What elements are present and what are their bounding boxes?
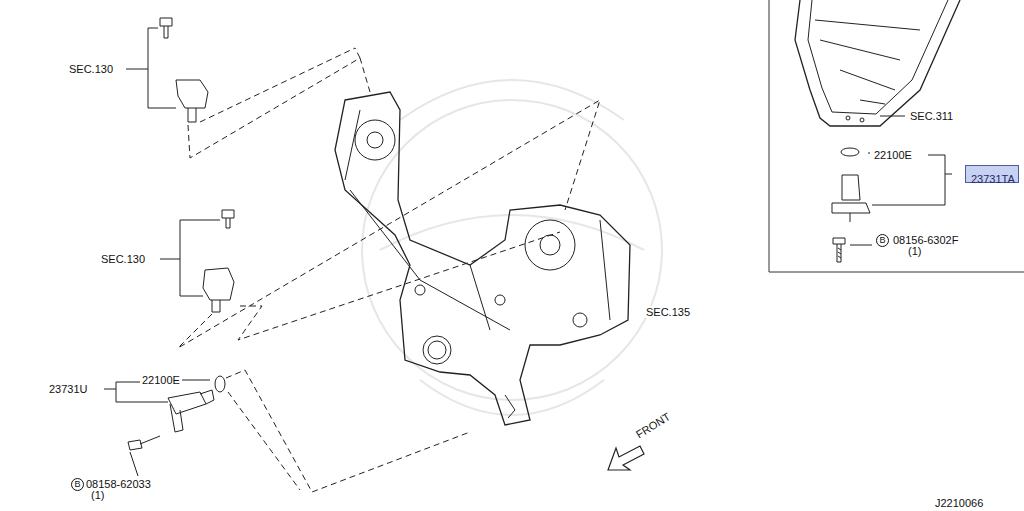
section-ref: SEC.130 — [100, 253, 146, 265]
part-number: 23731TA — [971, 173, 1015, 185]
circled-letter: B — [876, 234, 889, 247]
direction-label: FRONT — [633, 410, 673, 441]
part-number: 22100E — [141, 374, 181, 386]
part-number: 22100E — [873, 149, 913, 161]
section-ref: SEC.130 — [68, 63, 114, 75]
quantity: (1) — [907, 245, 922, 257]
part-number: 08156-6302F — [892, 234, 959, 246]
section-ref: SEC.135 — [645, 306, 691, 318]
section-ref: SEC.311 — [909, 110, 954, 122]
diagram-code: J2210066 — [934, 497, 984, 509]
quantity: (1) — [90, 489, 105, 501]
part-number: 23731U — [48, 383, 89, 395]
circled-letter: B — [71, 478, 84, 491]
highlighted-part-number: 23731TA — [965, 165, 1019, 183]
